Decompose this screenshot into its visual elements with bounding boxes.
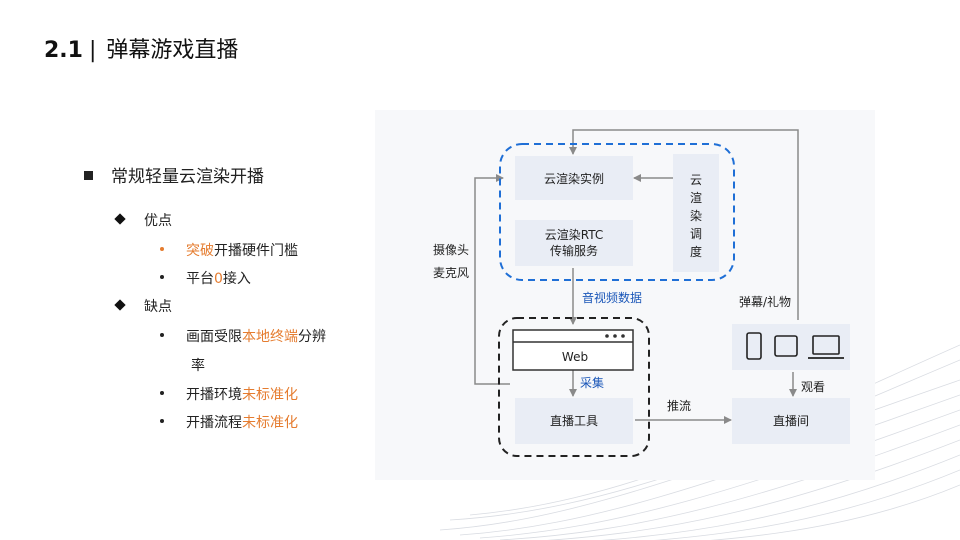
title-separator: | [88,38,97,63]
capture-label: 采集 [580,375,604,390]
danmaku-gift-label: 弹幕/礼物 [739,294,791,309]
rtc-service-label-1: 云渲染RTC [545,227,603,242]
rtc-service-box [515,220,633,266]
window-dot-icon [605,334,609,338]
item-highlight: 0 [214,271,223,287]
group-cons-label: 缺点 [144,299,172,315]
item-text: 画面受限 [186,329,242,345]
architecture-diagram: 云渲染实例 云渲染RTC 传输服务 云 渲 染 调 度 摄像头 麦克风 音视频数… [433,129,850,457]
scheduler-box [673,154,719,272]
list-item-continuation: 率 [191,358,205,374]
window-dot-icon [613,334,617,338]
cloud-instance-box [515,156,633,200]
item-highlight: 未标准化 [242,387,298,403]
item-text: 开播环境 [186,387,242,403]
live-tool-box [515,398,633,444]
scheduler-char: 云 [690,173,702,187]
dot-bullet-icon [160,275,164,279]
phone-icon [746,332,762,360]
viewer-devices-box [732,324,850,370]
watch-label: 观看 [801,380,825,394]
item-text: 开播流程 [186,415,242,431]
item-text: 接入 [222,271,251,287]
camera-label: 摄像头 [433,242,469,257]
outline-list: 常规轻量云渲染开播 优点 突破开播硬件门槛 平台0接入 缺点 画面受限本地终端分… [80,160,380,460]
tablet-icon [774,335,798,357]
push-stream-label: 推流 [667,399,691,413]
camera-mic-line [474,174,510,385]
laptop-icon [812,335,840,355]
mic-label: 麦克风 [433,266,469,280]
outline-heading: 常规轻量云渲染开播 [84,162,264,187]
item-text: 分辨 [298,329,326,345]
list-item: 平台0接入 [160,268,251,288]
group-pros-label: 优点 [144,213,172,229]
list-item: 开播流程未标准化 [160,412,298,432]
diamond-bullet-icon [114,213,126,225]
list-item: 画面受限本地终端分辨 [160,326,326,346]
group-pros: 优点 [114,210,172,230]
outline-heading-text: 常规轻量云渲染开播 [111,167,264,187]
web-window [512,329,634,371]
title-text: 弹幕游戏直播 [106,38,239,63]
scheduler-char: 染 [690,208,702,223]
web-label: Web [562,350,588,364]
diagram-panel: 云渲染实例 云渲染RTC 传输服务 云 渲 染 调 度 摄像头 麦克风 音视频数… [375,110,875,480]
item-text: 平台 [186,271,214,287]
item-highlight: 未标准化 [242,415,298,431]
live-room-box [732,398,850,444]
live-tool-label: 直播工具 [550,414,598,428]
scheduler-char: 调 [690,227,702,241]
live-room-label: 直播间 [773,414,809,428]
danmaku-loop-line [569,129,799,320]
dot-bullet-icon [160,391,164,395]
diamond-bullet-icon [114,299,126,311]
list-item: 开播环境未标准化 [160,384,298,404]
list-item: 突破开播硬件门槛 [160,240,298,260]
local-group-border [498,317,650,457]
cloud-group-border [499,143,735,281]
scheduler-char: 度 [690,244,702,259]
window-dot-icon [621,334,625,338]
square-bullet-icon [84,170,93,180]
dot-bullet-icon [160,419,164,423]
rtc-service-label-2: 传输服务 [550,243,598,258]
dot-bullet-icon [160,333,164,337]
item-highlight: 本地终端 [242,329,298,345]
section-number: 2.1 [44,38,83,63]
scheduler-char: 渲 [690,190,702,205]
item-highlight: 突破 [186,243,214,259]
av-data-label: 音视频数据 [582,290,642,305]
group-cons: 缺点 [114,296,172,316]
cloud-instance-label: 云渲染实例 [544,171,604,186]
item-text: 开播硬件门槛 [214,243,298,259]
dot-bullet-icon [160,247,164,251]
page-title: 2.1| 弹幕游戏直播 [44,32,238,64]
